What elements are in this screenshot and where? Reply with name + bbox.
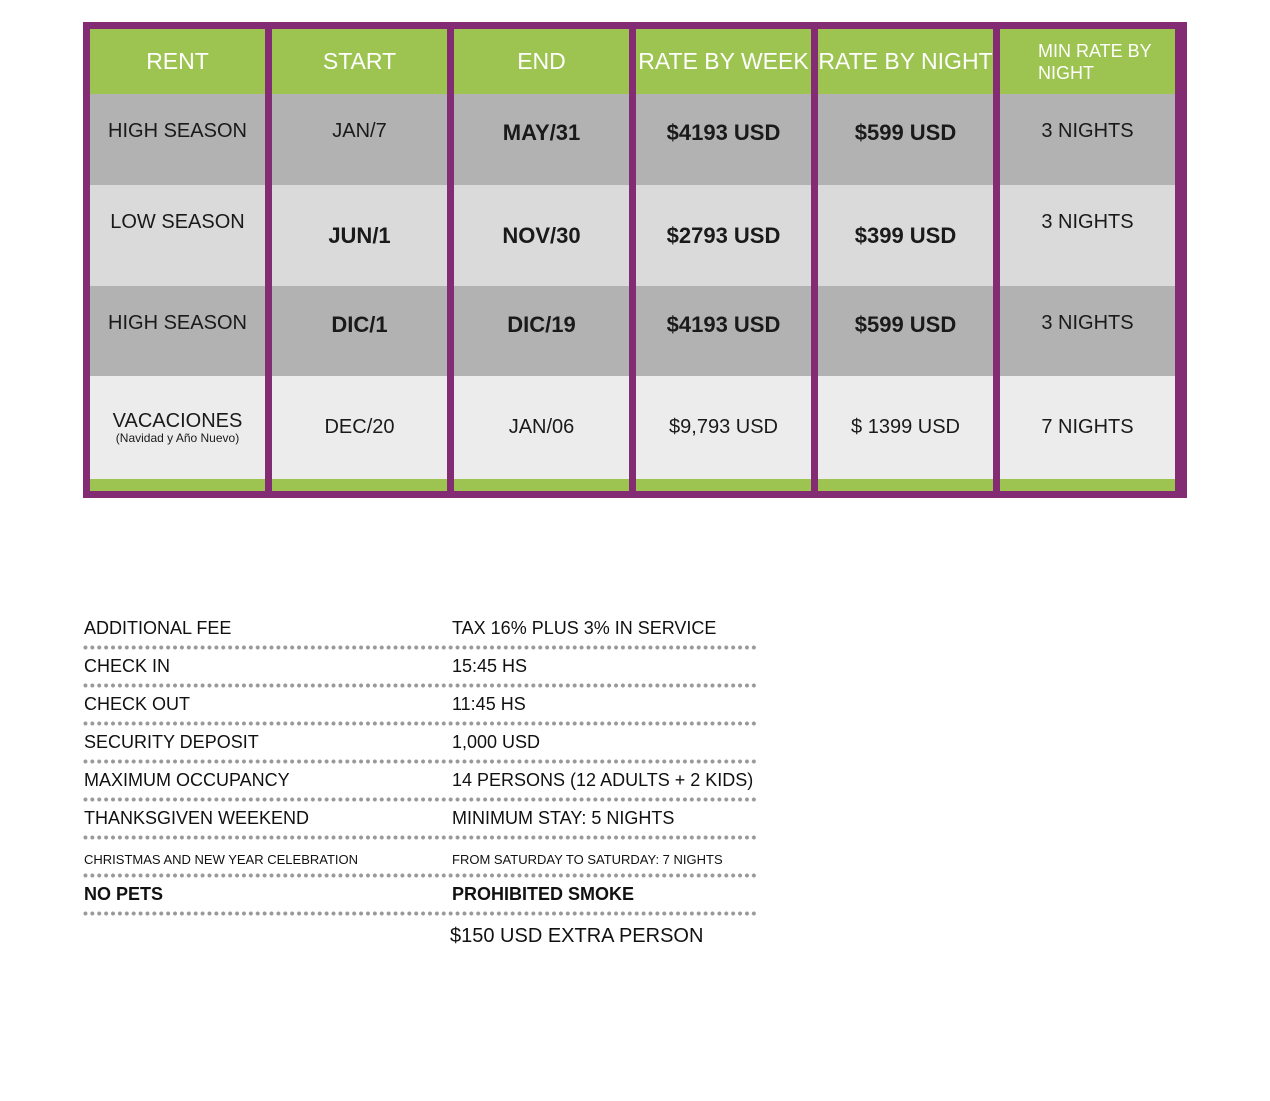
cell-rent: LOW SEASON — [90, 185, 265, 286]
cell-end: NOV/30 — [454, 185, 629, 286]
cell-end: JAN/06 — [454, 376, 629, 479]
cell-text: $599 USD — [854, 120, 957, 145]
cell-week: $9,793 USD — [636, 376, 811, 479]
cell-text: DIC/1 — [331, 312, 388, 337]
cell-min: 3 NIGHTS — [1000, 286, 1175, 376]
info-row: CHECK OUT 11:45 HS — [82, 688, 762, 726]
info-label: ADDITIONAL FEE — [84, 618, 232, 638]
cell-rent: HIGH SEASON — [90, 286, 265, 376]
header-start: START — [272, 29, 447, 94]
cell-text: $4193 USD — [666, 120, 781, 145]
cell-text: $ 1399 USD — [851, 416, 960, 438]
info-value: 11:45 HS — [452, 694, 526, 714]
info-label: NO PETS — [84, 884, 164, 904]
info-row: SECURITY DEPOSIT 1,000 USD — [82, 726, 762, 764]
cell-week: $4193 USD — [636, 286, 811, 376]
header-night: RATE BY NIGHT — [818, 29, 993, 94]
header-min: MIN RATE BY NIGHT — [1000, 29, 1175, 94]
cell-week: $2793 USD — [636, 185, 811, 286]
dotted-divider — [82, 911, 758, 916]
cell-subtext: (Navidad y Año Nuevo) — [115, 431, 240, 445]
cell-text: MAY/31 — [502, 120, 581, 145]
cell-text: VACACIONES — [112, 410, 243, 432]
info-value: 15:45 HS — [452, 656, 528, 676]
info-list: ADDITIONAL FEE TAX 16% PLUS 3% IN SERVICE… — [82, 612, 762, 916]
cell-text: 3 NIGHTS — [1041, 312, 1134, 334]
cell-night: $ 1399 USD — [818, 376, 993, 479]
cell-text: 3 NIGHTS — [1041, 120, 1134, 142]
cell-start: JUN/1 — [272, 185, 447, 286]
cell-start: DIC/1 — [272, 286, 447, 376]
cell-night: $599 USD — [818, 94, 993, 185]
header-week: RATE BY WEEK — [636, 29, 811, 94]
cell-text: DIC/19 — [507, 312, 576, 337]
info-label: CHECK OUT — [84, 694, 191, 714]
cell-text: DEC/20 — [324, 416, 395, 438]
cell-week: $4193 USD — [636, 94, 811, 185]
info-row: MAXIMUM OCCUPANCY 14 PERSONS (12 ADULTS +… — [82, 764, 762, 802]
cell-text: $9,793 USD — [669, 416, 778, 438]
info-label: SECURITY DEPOSIT — [84, 732, 259, 752]
info-label: CHRISTMAS AND NEW YEAR CELEBRATION — [84, 852, 359, 867]
column-night: RATE BY NIGHT $599 USD $399 USD $599 USD $ 1… — [818, 29, 993, 491]
column-min: MIN RATE BY NIGHT 3 NIGHTS 3 NIGHTS 3 NIGHT… — [1000, 29, 1175, 491]
cell-night: $399 USD — [818, 185, 993, 286]
dotted-divider — [82, 645, 758, 650]
cell-min: 3 NIGHTS — [1000, 185, 1175, 286]
cell-end: DIC/19 — [454, 286, 629, 376]
info-value: PROHIBITED SMOKE — [452, 884, 635, 904]
cell-text: JAN/06 — [508, 416, 575, 438]
cell-text: LOW SEASON — [110, 211, 245, 233]
dotted-divider — [82, 835, 758, 840]
cell-min: 7 NIGHTS — [1000, 376, 1175, 479]
info-row: CHECK IN 15:45 HS — [82, 650, 762, 688]
info-value: 14 PERSONS (12 ADULTS + 2 KIDS) — [452, 770, 754, 790]
dotted-divider — [82, 683, 758, 688]
info-row: CHRISTMAS AND NEW YEAR CELEBRATION FROM S… — [82, 840, 762, 878]
column-rent: RENT HIGH SEASON LOW SEASON HIGH SEASON VACA… — [90, 29, 265, 491]
info-value: MINIMUM STAY: 5 NIGHTS — [452, 808, 675, 828]
info-label: THANKSGIVEN WEEKEND — [84, 808, 310, 828]
cell-min: 3 NIGHTS — [1000, 94, 1175, 185]
column-week: RATE BY WEEK $4193 USD $2793 USD $4193 USD $… — [636, 29, 811, 491]
info-label: CHECK IN — [84, 656, 171, 676]
cell-end: MAY/31 — [454, 94, 629, 185]
info-row: NO PETS PROHIBITED SMOKE — [82, 878, 762, 916]
dotted-divider — [82, 873, 758, 878]
header-rent: RENT — [90, 29, 265, 94]
cell-start: DEC/20 — [272, 376, 447, 479]
dotted-divider — [82, 759, 758, 764]
rates-table: RENT HIGH SEASON LOW SEASON HIGH SEASON VACA… — [83, 22, 1187, 498]
cell-text: NOV/30 — [502, 222, 581, 248]
cell-rent: HIGH SEASON — [90, 94, 265, 185]
dotted-divider — [82, 797, 758, 802]
info-value: TAX 16% PLUS 3% IN SERVICE — [452, 618, 717, 638]
info-label: MAXIMUM OCCUPANCY — [84, 770, 290, 790]
cell-text: 7 NIGHTS — [1041, 416, 1134, 438]
cell-text: $2793 USD — [666, 222, 781, 248]
cell-text: $4193 USD — [666, 312, 781, 337]
dotted-divider — [82, 721, 758, 726]
info-row: ADDITIONAL FEE TAX 16% PLUS 3% IN SERVICE — [82, 612, 762, 650]
info-row: THANKSGIVEN WEEKEND MINIMUM STAY: 5 NIGHT… — [82, 802, 762, 840]
header-end: END — [454, 29, 629, 94]
cell-text: HIGH SEASON — [108, 312, 247, 334]
cell-night: $599 USD — [818, 286, 993, 376]
extra-person-fee: $150 USD EXTRA PERSON — [450, 925, 704, 947]
cell-text: JAN/7 — [332, 120, 387, 142]
cell-text: 3 NIGHTS — [1041, 211, 1134, 233]
cell-start: JAN/7 — [272, 94, 447, 185]
info-value: FROM SATURDAY TO SATURDAY: 7 NIGHTS — [452, 852, 723, 867]
cell-text: HIGH SEASON — [108, 120, 247, 142]
info-value: 1,000 USD — [452, 732, 541, 752]
cell-rent: VACACIONES(Navidad y Año Nuevo) — [90, 376, 265, 479]
cell-text: $399 USD — [854, 222, 957, 248]
cell-text: $599 USD — [854, 312, 957, 337]
cell-text: JUN/1 — [328, 222, 391, 248]
